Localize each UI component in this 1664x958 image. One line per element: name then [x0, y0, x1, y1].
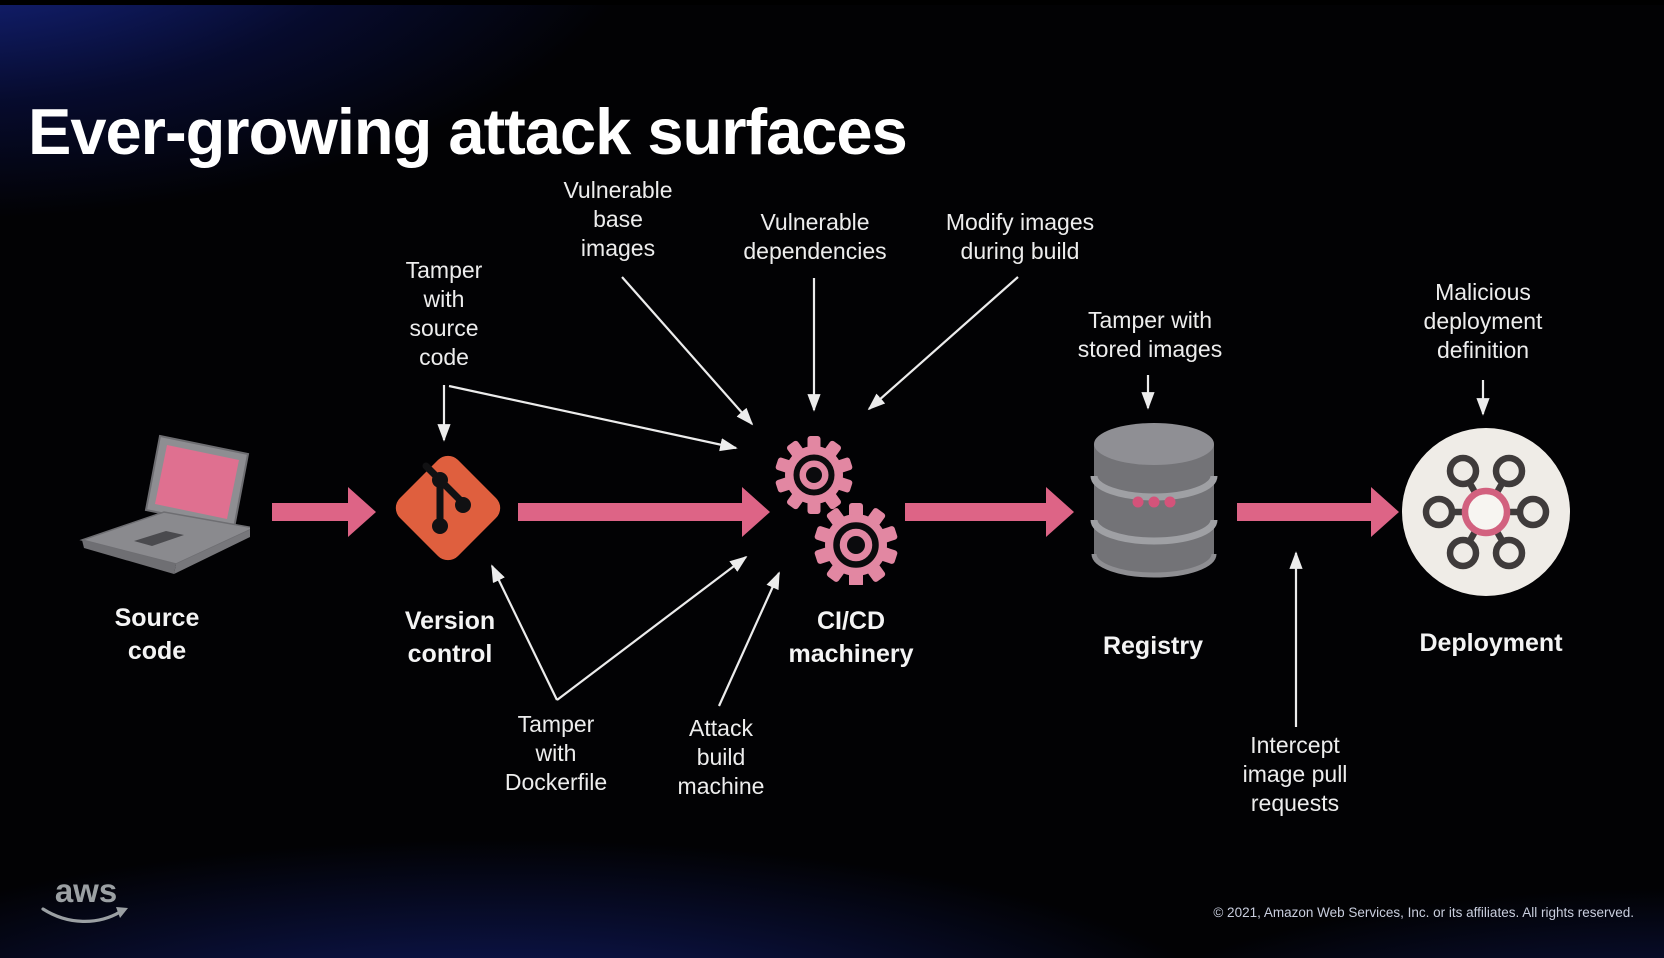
flow-arrow-vcs-to-cicd [518, 487, 770, 537]
version-control-node [390, 450, 506, 571]
page-title: Ever-growing attack surfaces [28, 94, 908, 168]
deployment-node [1400, 426, 1572, 603]
aws-logo-text: aws [54, 872, 118, 909]
cicd-machinery-label: CI/CD machinery [788, 607, 914, 668]
flow-arrow-source-to-vcs [272, 487, 376, 537]
deployment-label: Deployment [1419, 629, 1563, 657]
attack-label-tamper-source-code: Tamper with source code [405, 257, 483, 370]
flow-arrow-registry-to-deploy [1237, 487, 1399, 537]
source-code-label: Source code [114, 604, 200, 665]
attack-label-attack-build-machine: Attack build machine [677, 715, 765, 799]
gears-icon [775, 436, 898, 587]
attack-arrows [437, 276, 1490, 727]
attack-arrow-dockerfile-to-cicd [556, 555, 748, 701]
attack-arrow-modify-build-to-cicd [867, 276, 1019, 411]
attack-label-vulnerable-base-images: Vulnerable base images [563, 177, 673, 261]
aws-logo: aws [38, 872, 134, 931]
cicd-machinery-node [770, 425, 900, 590]
cluster-icon [1402, 428, 1570, 596]
attack-label-malicious-deploy-def: Malicious deployment definition [1423, 279, 1543, 363]
attack-label-tamper-dockerfile: Tamper with Dockerfile [504, 711, 608, 795]
registry-label: Registry [1102, 632, 1204, 660]
attack-arrow-build-machine-to-cicd [717, 571, 781, 707]
registry-dots [1132, 496, 1176, 508]
attack-label-tamper-stored-images: Tamper with stored images [1077, 307, 1223, 362]
attack-arrow-dockerfile-to-git [491, 564, 558, 701]
version-control-label: Version control [404, 607, 496, 668]
copyright-text: © 2021, Amazon Web Services, Inc. or its… [1213, 905, 1634, 920]
attack-arrow-tamper-source-to-cicd [448, 384, 738, 452]
source-code-node [78, 428, 257, 591]
database-icon [1090, 423, 1218, 578]
pipeline-arrows [272, 487, 1399, 537]
top-strip [0, 0, 1664, 5]
laptop-icon [79, 434, 257, 574]
attack-label-intercept-image-pull: Intercept image pull requests [1242, 732, 1348, 816]
flow-arrow-cicd-to-registry [905, 487, 1074, 537]
attack-label-modify-images-build: Modify images during build [945, 209, 1095, 264]
aws-smile-icon [41, 907, 128, 923]
git-icon [395, 455, 501, 561]
registry-node [1082, 420, 1226, 587]
attack-label-vulnerable-dependencies: Vulnerable dependencies [743, 209, 887, 264]
attack-arrow-base-images-to-cicd [621, 276, 754, 426]
